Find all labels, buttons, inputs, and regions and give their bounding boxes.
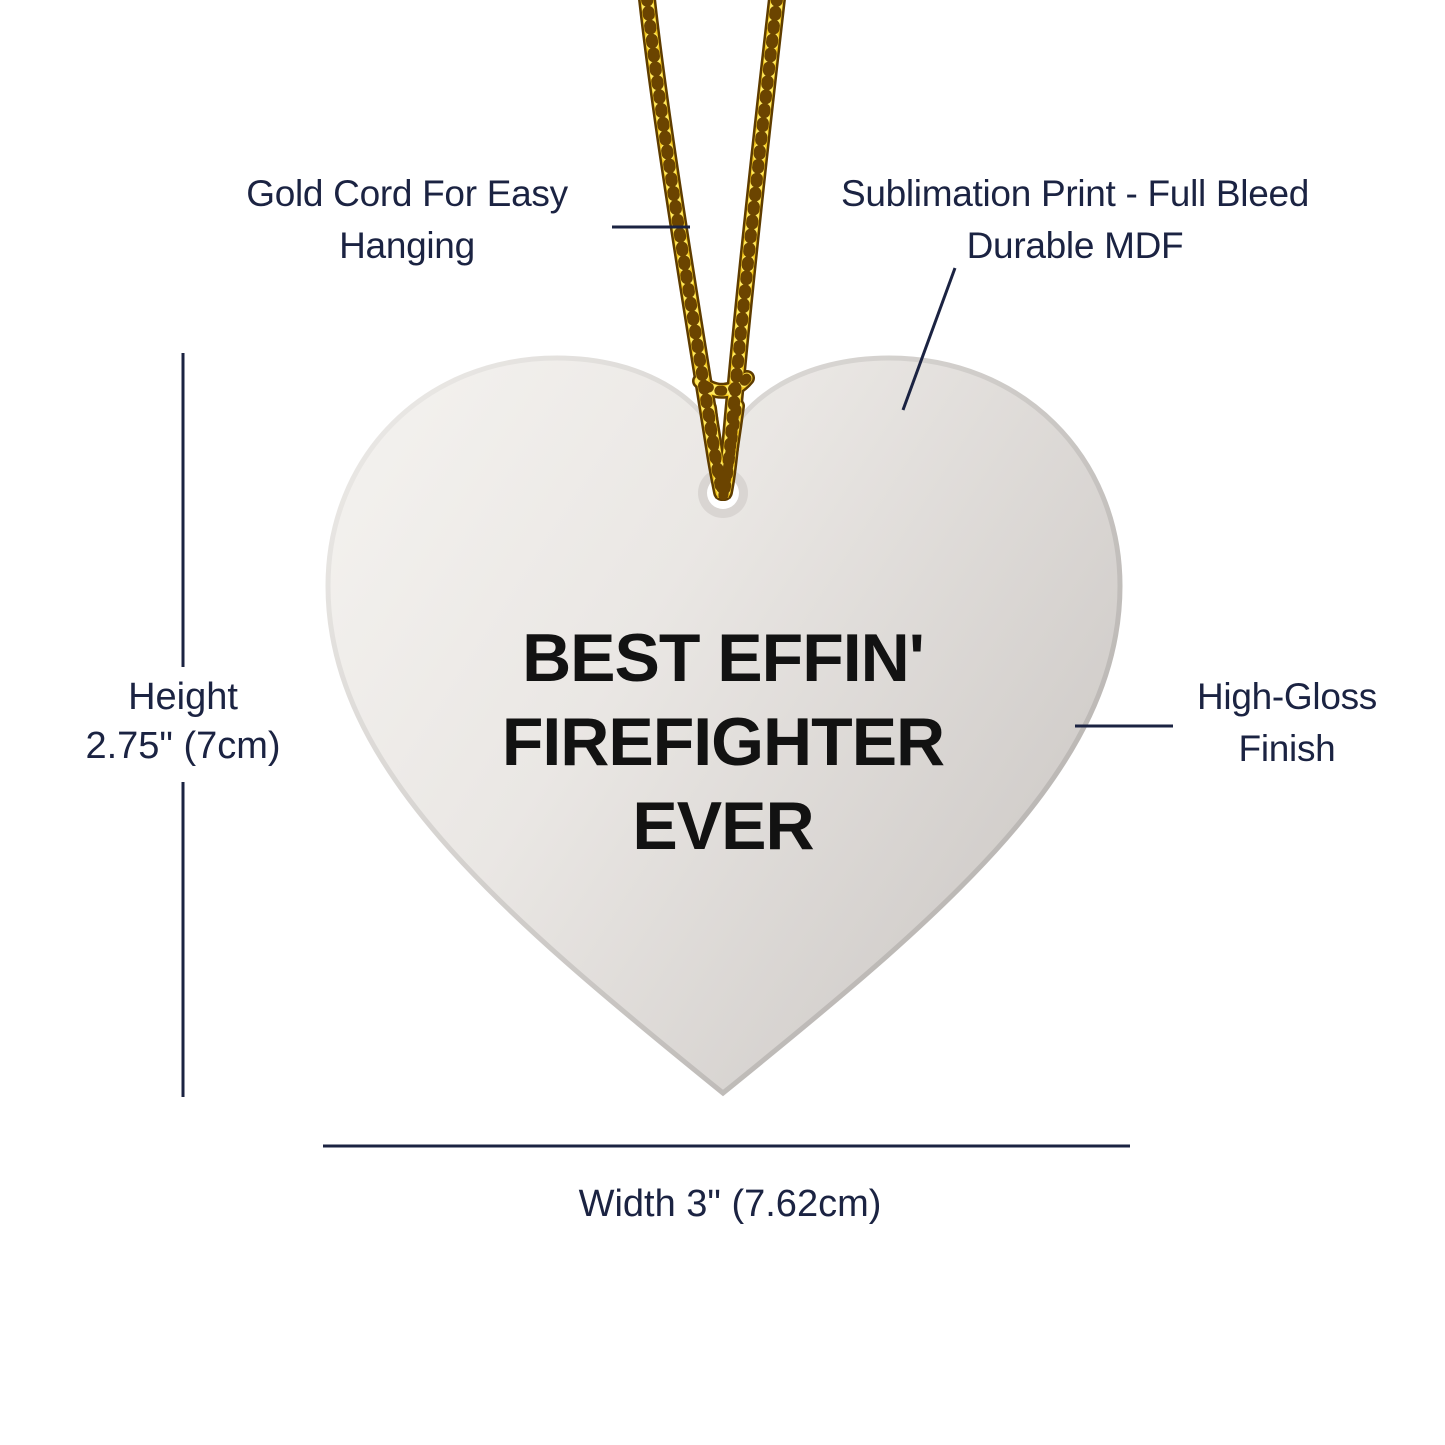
finish-callout-label: High-Gloss Finish — [1137, 671, 1437, 775]
finish-callout-line-2: Finish — [1238, 728, 1336, 769]
ornament-text-line-2: FIREFIGHTER — [501, 704, 945, 780]
height-dimension-value: 2.75" (7cm) — [85, 725, 281, 767]
cord-callout-line-2: Hanging — [339, 225, 475, 266]
width-dimension-value: Width 3" (7.62cm) — [578, 1183, 882, 1225]
height-dimension-title: Height — [128, 676, 238, 718]
print-callout-label: Sublimation Print - Full Bleed Durable M… — [795, 168, 1355, 272]
cord-callout-line-1: Gold Cord For Easy — [246, 173, 568, 214]
cord-callout-label: Gold Cord For Easy Hanging — [157, 168, 657, 272]
height-dimension-label: Height 2.75" (7cm) — [43, 673, 323, 771]
heart-ornament-shape — [325, 355, 1123, 1097]
finish-callout-line-1: High-Gloss — [1197, 676, 1377, 717]
ornament-text: BEST EFFIN' FIREFIGHTER EVER — [443, 616, 1003, 868]
ornament-text-line-3: EVER — [632, 788, 814, 864]
width-dimension-label: Width 3" (7.62cm) — [430, 1180, 1030, 1229]
print-callout-line-2: Durable MDF — [966, 225, 1184, 266]
print-callout-line-1: Sublimation Print - Full Bleed — [840, 173, 1310, 214]
ornament-text-line-1: BEST EFFIN' — [522, 620, 925, 696]
print-leader-line — [901, 267, 957, 411]
